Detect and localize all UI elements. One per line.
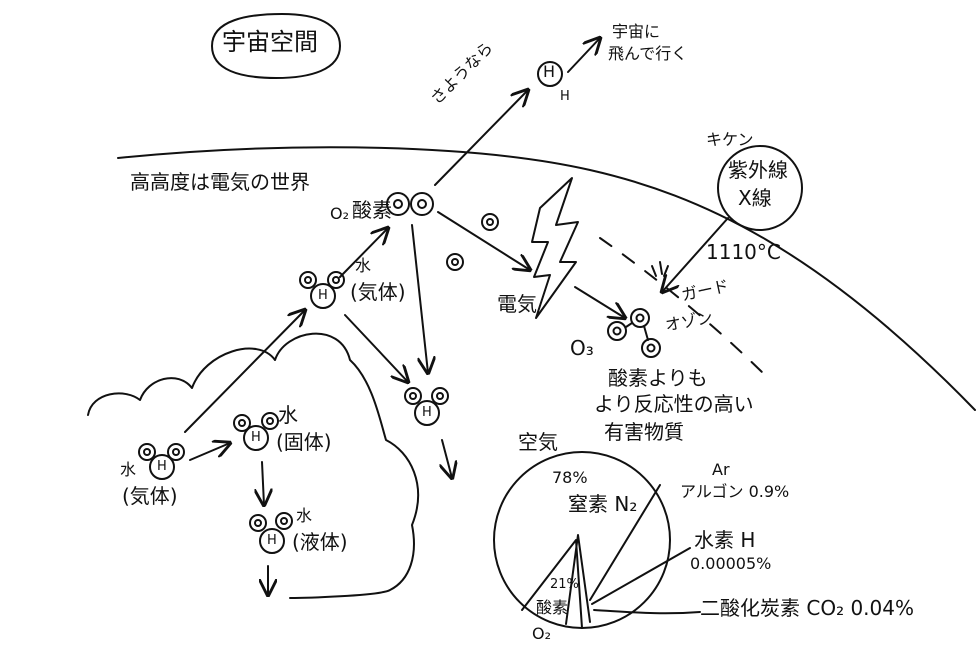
pie-oxygen-slice — [521, 539, 583, 629]
solid-label: (固体) — [276, 430, 332, 454]
water-h: H — [157, 459, 167, 474]
xray-label: X線 — [738, 186, 772, 210]
o2-percent: 21% — [550, 577, 579, 592]
arrow-oxygen-down — [411, 224, 428, 373]
electricity-label: 電気 — [497, 292, 537, 316]
water-molecule-icon — [404, 387, 449, 426]
oxygen-label: 酸素 — [352, 198, 392, 222]
water-molecule-icon — [249, 512, 293, 554]
hydrogen-percent: 0.00005% — [690, 554, 772, 573]
arrow-gas-up — [184, 310, 305, 433]
escape-label-line1: 宇宙に — [612, 22, 661, 41]
upper-atmosphere-label: 高高度は電気の世界 — [130, 170, 310, 194]
air-label: 空気 — [518, 430, 558, 454]
arrow-oxygen-to-lightning — [437, 211, 530, 270]
temperature-label: 1110°C — [706, 240, 781, 264]
leader-co2 — [593, 609, 701, 615]
pie-spike — [565, 534, 591, 625]
leader-argon — [589, 484, 661, 601]
atmosphere-boundary — [117, 146, 976, 411]
lightning-icon — [531, 177, 579, 319]
water-label-3: 水 — [296, 506, 313, 525]
n2-percent: 78% — [552, 468, 588, 487]
water-molecule-icon — [233, 412, 279, 451]
hydrogen-atom-icon — [537, 61, 563, 87]
water-molecule-icon — [138, 443, 185, 480]
uv-xray-bubble — [717, 145, 803, 231]
arrow-oxygen-to-hydrogen — [434, 90, 528, 186]
water-h: H — [267, 533, 277, 548]
harmful-line3: 有害物質 — [604, 420, 684, 444]
kiken-label: キケン — [706, 130, 754, 149]
oxygen-molecule-icon — [386, 192, 434, 216]
cloud-icon — [87, 332, 420, 599]
argon-label: アルゴン 0.9% — [680, 482, 790, 501]
leader-hydrogen — [591, 547, 691, 605]
hydrogen-label: 水素 H — [694, 528, 756, 552]
title-bubble — [211, 13, 341, 79]
argon-symbol: Ar — [712, 460, 730, 479]
nitrogen-label: 窒素 N₂ — [568, 492, 638, 516]
water-h: H — [318, 288, 328, 303]
hydrogen-atom-letter: H — [543, 62, 556, 81]
arrow-vapor-to-oxygen — [339, 228, 388, 278]
harmful-line1: 酸素よりも — [608, 366, 708, 390]
impact-marks — [651, 261, 669, 277]
o3-label: O₃ — [570, 336, 594, 360]
harmful-line2: より反応性の高い — [594, 392, 754, 416]
co2-label: 二酸化炭素 CO₂ 0.04% — [700, 596, 914, 620]
water-label-4: 水 — [355, 256, 372, 275]
water-molecule-icon — [299, 271, 345, 309]
ozone-layer-dashed — [599, 237, 771, 381]
arrow-uv-to-guard — [662, 217, 729, 292]
arrow-water-down — [442, 439, 452, 478]
water-label-1: 水 — [120, 460, 137, 479]
uv-label: 紫外線 — [728, 158, 788, 182]
water-h: H — [422, 405, 432, 420]
gas-label-2: (気体) — [350, 280, 406, 304]
hydrogen-small-label: H — [560, 89, 570, 104]
water-h: H — [251, 430, 261, 445]
oxygen-pie-label: 酸素 — [536, 598, 569, 617]
escape-label-line2: 飛んで行く — [608, 44, 688, 63]
oxygen-atom-icon — [446, 213, 499, 271]
arrow-lightning-to-ozone — [574, 286, 625, 318]
space-label: 宇宙空間 — [222, 28, 318, 56]
o2-label: O₂ — [330, 204, 350, 223]
arrow-vapor-down — [344, 314, 408, 382]
arrow-gas-to-solid — [189, 443, 230, 461]
ozone-molecule-icon — [607, 308, 661, 358]
arrow-solid-to-liquid — [262, 461, 264, 505]
water-label-2: 水 — [278, 403, 298, 427]
liquid-label: (液体) — [292, 530, 348, 554]
arrow-hydrogen-to-space — [567, 38, 600, 73]
gas-label-1: (気体) — [122, 484, 178, 508]
o2-pie-label: O₂ — [532, 624, 552, 643]
